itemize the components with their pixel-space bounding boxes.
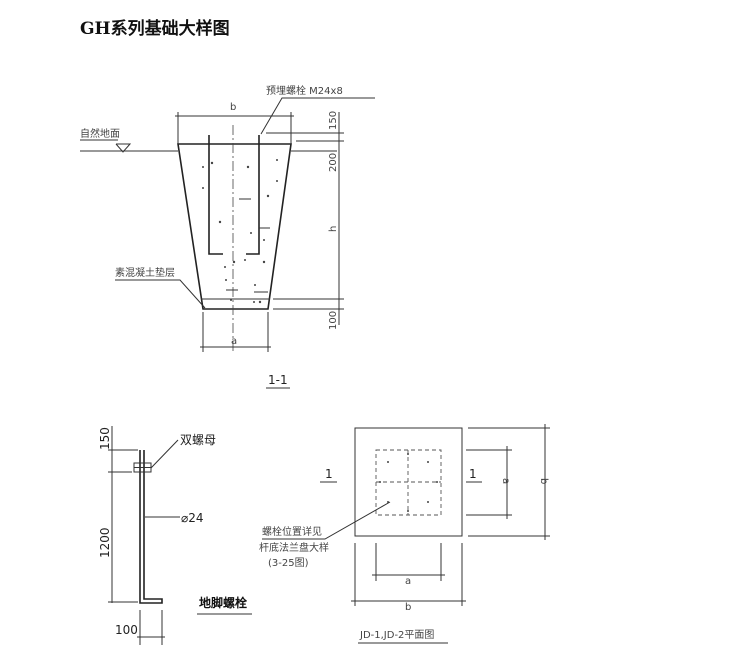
dim-a: a <box>231 336 237 347</box>
dim-150: 150 <box>328 111 339 130</box>
dim-b: b <box>230 102 236 113</box>
bolt-leader <box>260 97 375 135</box>
page-title: GH系列基础大样图 <box>80 19 230 39</box>
anchor-bolt <box>139 450 163 604</box>
dim-1200: 1200 <box>98 527 112 558</box>
ground-symbol-icon <box>115 143 132 153</box>
note-line-1: 螺栓位置详见 <box>262 525 322 538</box>
foundation-outline <box>177 143 292 310</box>
dim-100: 100 <box>115 623 138 637</box>
dim-100: 100 <box>328 311 339 330</box>
anchor-bolt-caption: 地脚螺栓 <box>199 595 247 610</box>
cushion-label: 素混凝土垫层 <box>115 266 175 279</box>
section-mark-left: 1 <box>325 467 333 481</box>
embedded-bolt-right <box>246 135 260 255</box>
foundation-plan-outline <box>354 427 463 537</box>
dim-b-right: b <box>538 478 549 484</box>
anchor-bolt-detail: 150 1200 100 双螺母 ⌀24 地脚螺栓 <box>98 426 252 645</box>
dim-h: h <box>328 226 339 232</box>
diameter-label: ⌀24 <box>181 511 204 525</box>
bolt-label: 预埋螺栓 M24x8 <box>266 84 343 97</box>
concrete-aggregate <box>202 159 278 304</box>
note-line-3: (3-25图) <box>268 557 309 569</box>
dim-b-bottom: b <box>405 602 411 613</box>
section-1-1: 自然地面 b 预埋螺栓 M24x8 150 200 h 100 素混凝土垫层 <box>80 84 375 389</box>
dim-a-bottom: a <box>405 576 411 587</box>
embedded-bolt-left <box>208 135 223 255</box>
note-line-2: 杆底法兰盘大样 <box>259 541 329 554</box>
dim-200: 200 <box>328 153 339 172</box>
section-mark-right: 1 <box>469 467 477 481</box>
plan-view: 1 1 a b a b 螺栓位置详见 杆底法兰盘大样 (3-25图) JD-1,… <box>259 424 550 644</box>
nut-leader <box>150 439 179 469</box>
plan-caption: JD-1,JD-2平面图 <box>359 629 434 641</box>
bolt-positions <box>379 453 438 512</box>
note-leader <box>262 501 391 540</box>
dim-a-right: a <box>500 478 511 484</box>
section-caption: 1-1 <box>268 373 288 387</box>
dim-150: 150 <box>98 427 112 450</box>
ground-label: 自然地面 <box>80 127 120 140</box>
flange-outline <box>375 449 442 516</box>
nut-label: 双螺母 <box>180 433 216 447</box>
cushion-leader <box>115 279 206 309</box>
